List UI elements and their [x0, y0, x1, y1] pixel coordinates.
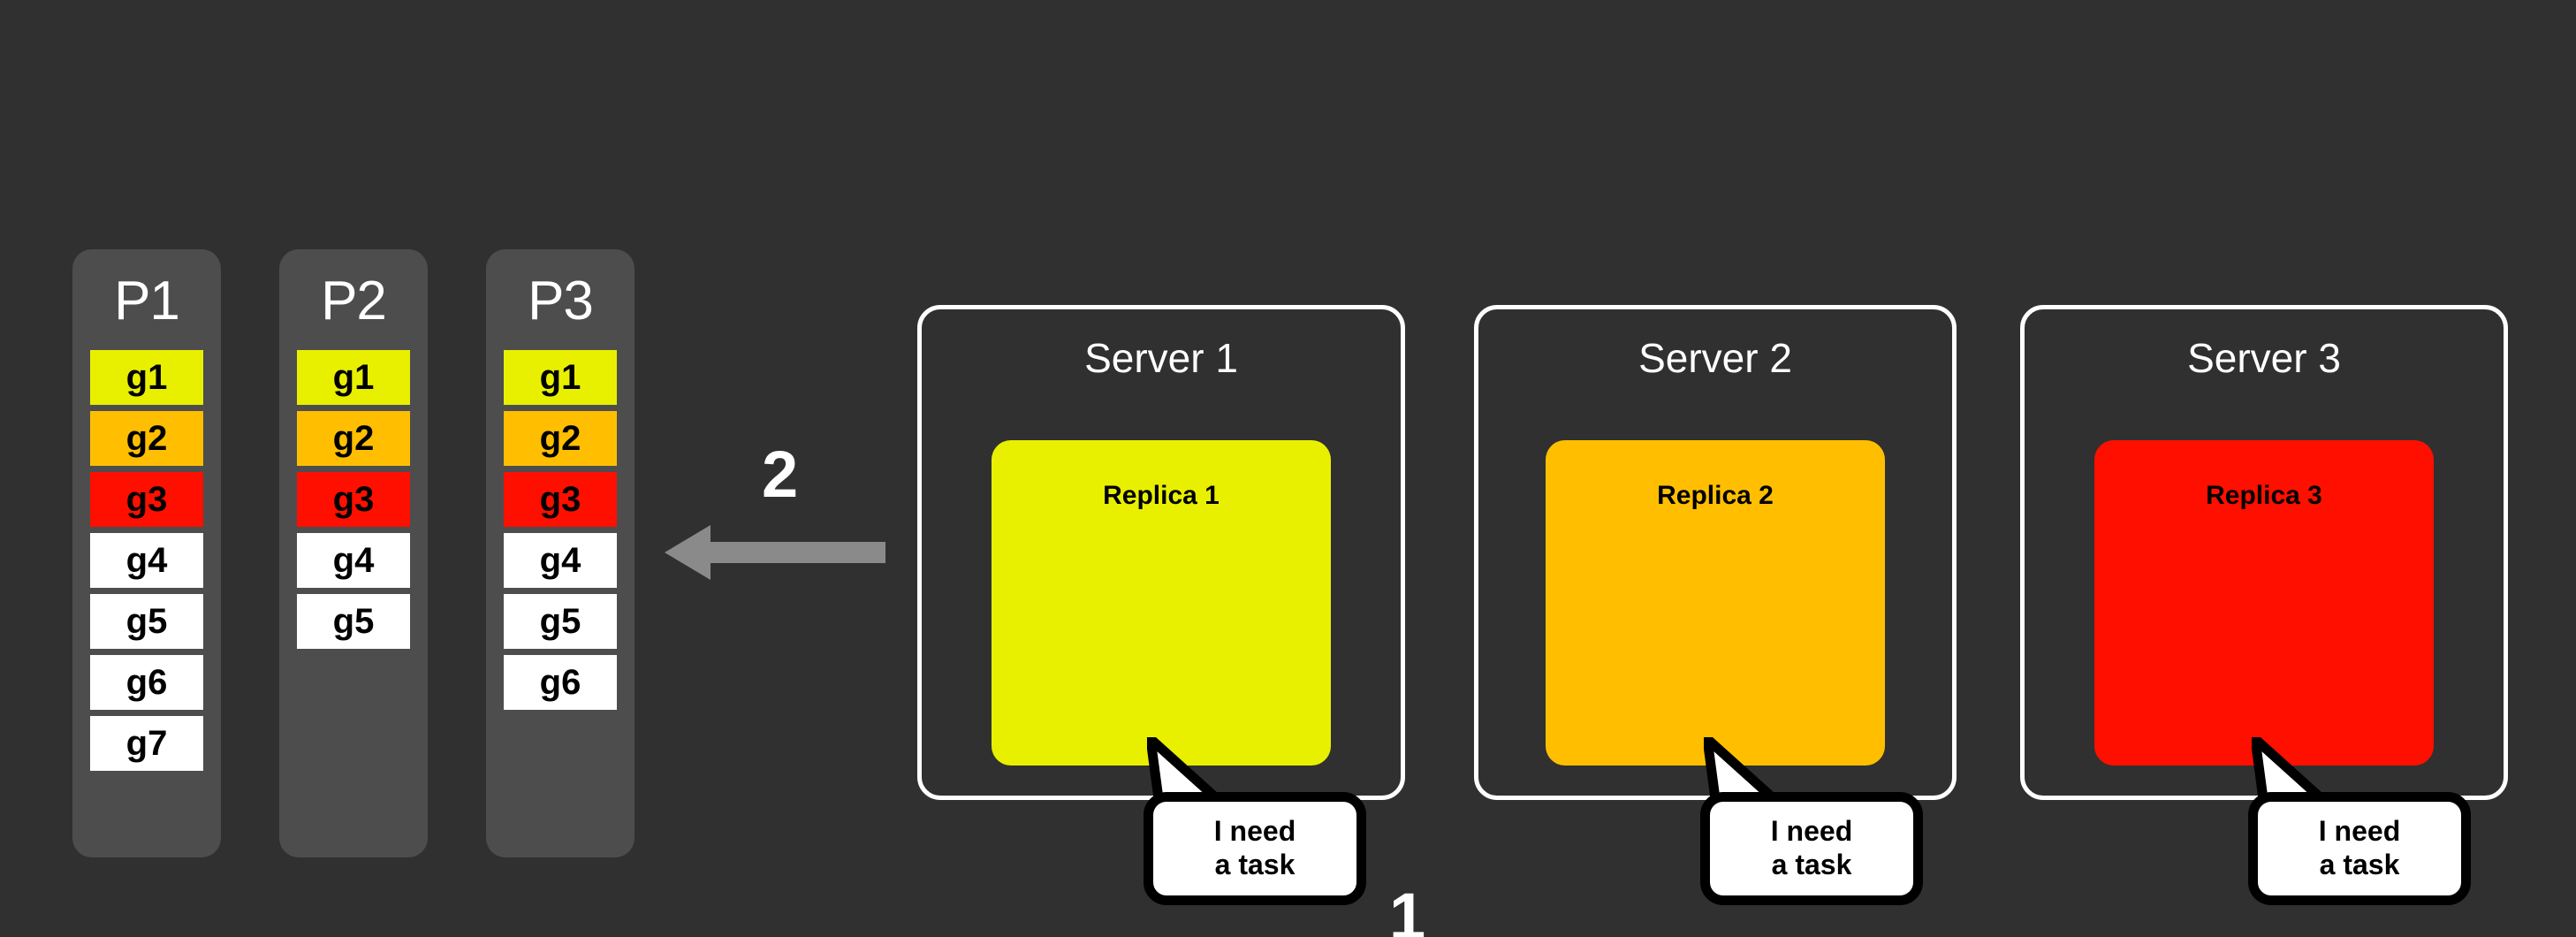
replica-box-2: Replica 2 [1546, 440, 1885, 766]
partition-title: P1 [114, 270, 180, 331]
task-block: g6 [504, 655, 617, 710]
task-block: g7 [90, 716, 203, 771]
task-block: g1 [504, 350, 617, 405]
task-block: g5 [297, 594, 410, 649]
replica-box-3: Replica 3 [2094, 440, 2434, 766]
task-block: g2 [90, 411, 203, 466]
partition-task-list: g1 g2 g3 g4 g5 [297, 350, 410, 649]
server-title: Server 2 [1638, 335, 1792, 381]
task-block: g4 [297, 533, 410, 588]
task-block: g4 [504, 533, 617, 588]
speech-bubble-line: a task [2319, 849, 2400, 880]
partition-task-list: g1 g2 g3 g4 g5 g6 [504, 350, 617, 710]
partition-column-p3: P3 g1 g2 g3 g4 g5 g6 [486, 249, 635, 857]
partition-title: P3 [528, 270, 594, 331]
task-block: g2 [504, 411, 617, 466]
server-box-3: Server 3 Replica 3 [2020, 305, 2508, 800]
step-label-2: 2 [762, 438, 799, 511]
replica-label: Replica 2 [1657, 481, 1774, 510]
replica-label: Replica 3 [2206, 481, 2322, 510]
task-block: g3 [504, 472, 617, 527]
server-title: Server 1 [1084, 335, 1238, 381]
server-title: Server 3 [2187, 335, 2341, 381]
task-block: g6 [90, 655, 203, 710]
left-arrow-icon [665, 525, 885, 580]
task-block: g4 [90, 533, 203, 588]
speech-bubble-line: a task [1214, 849, 1296, 880]
partition-column-p1: P1 g1 g2 g3 g4 g5 g6 g7 [72, 249, 221, 857]
speech-bubble-line: a task [1771, 849, 1852, 880]
step-label-1: 1 [1389, 880, 1426, 937]
task-block: g1 [90, 350, 203, 405]
partition-title: P2 [321, 270, 387, 331]
task-block: g1 [297, 350, 410, 405]
task-block: g5 [90, 594, 203, 649]
speech-bubble-line: I need [1213, 815, 1296, 848]
task-request-arrow-group: 2 [665, 442, 885, 592]
task-block: g3 [297, 472, 410, 527]
replica-label: Replica 1 [1103, 481, 1220, 510]
server-box-1: Server 1 Replica 1 [917, 305, 1405, 800]
server-box-2: Server 2 Replica 2 [1474, 305, 1957, 800]
task-block: g5 [504, 594, 617, 649]
task-block: g3 [90, 472, 203, 527]
speech-bubble-line: I need [2318, 815, 2401, 848]
speech-bubble-line: I need [1770, 815, 1853, 848]
partition-column-p2: P2 g1 g2 g3 g4 g5 [279, 249, 428, 857]
partition-task-list: g1 g2 g3 g4 g5 g6 g7 [90, 350, 203, 771]
replica-box-1: Replica 1 [992, 440, 1331, 766]
task-block: g2 [297, 411, 410, 466]
